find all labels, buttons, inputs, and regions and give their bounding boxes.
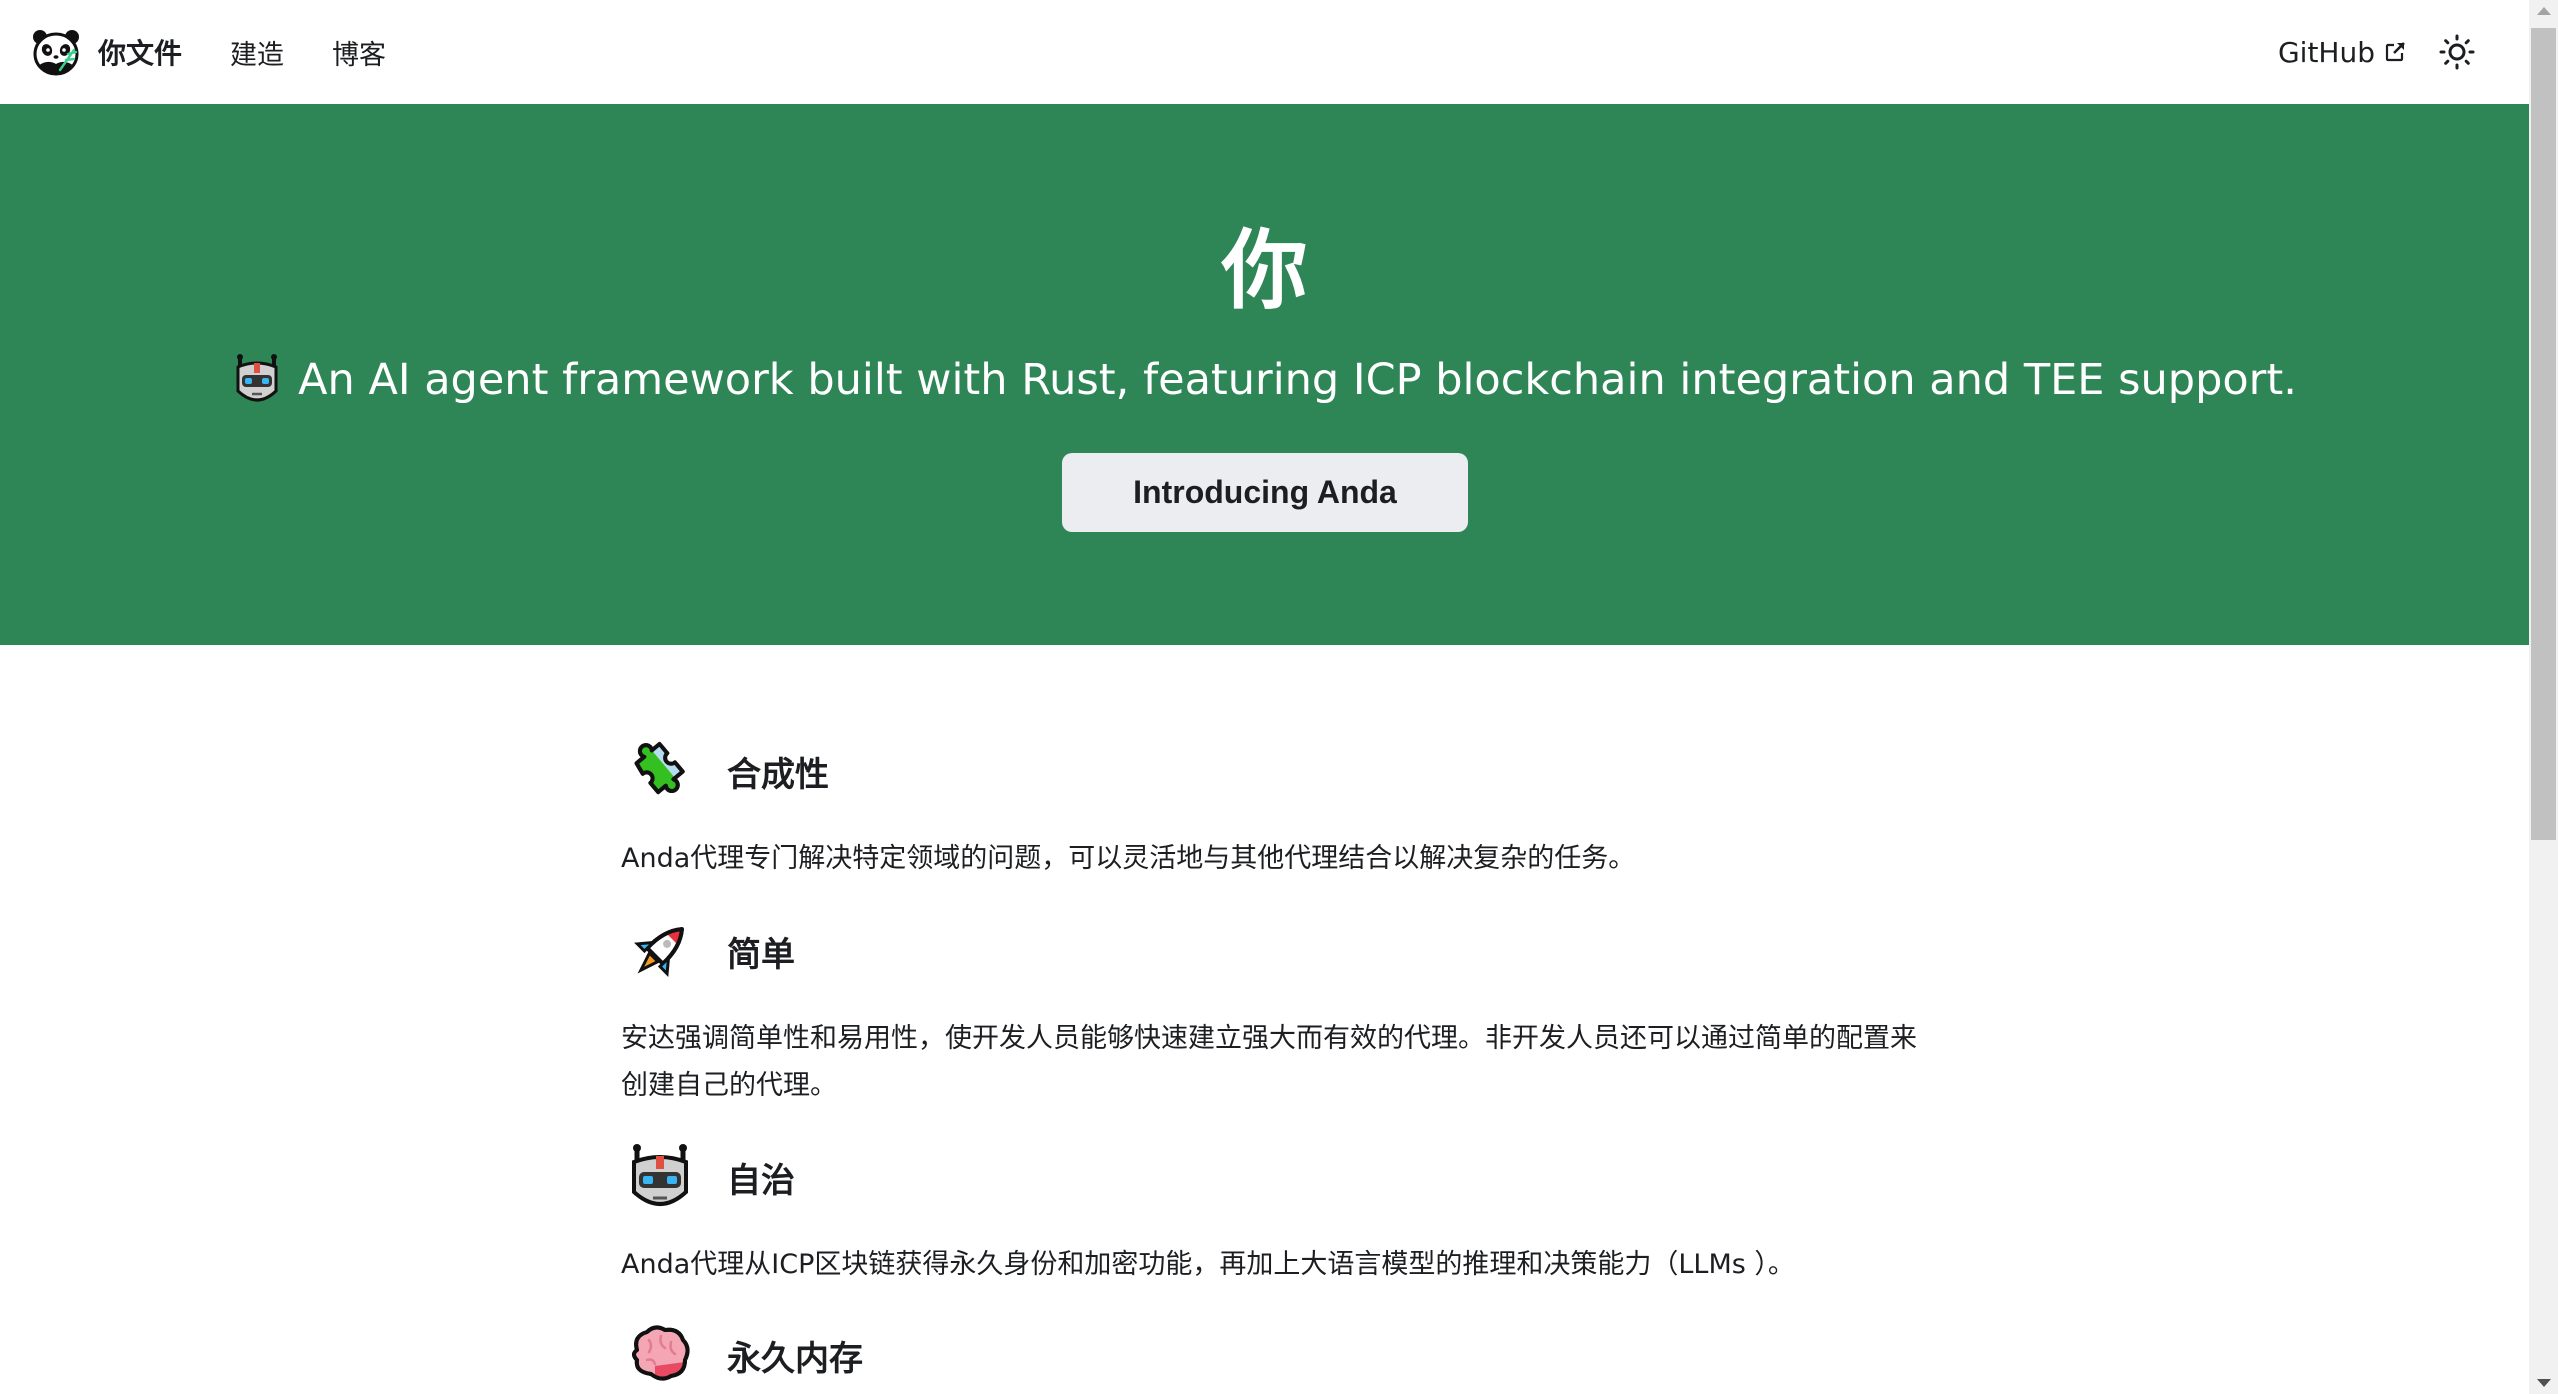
rocket-icon — [634, 927, 684, 977]
robot-icon — [632, 1144, 688, 1206]
navbar: 你文件 建造 博客 GitHub — [0, 0, 2529, 104]
feature-description: Anda代理从ICP区块链获得永久身份和加密功能，再加上大语言模型的推理和决策能… — [621, 1249, 1795, 1280]
hero-subtitle: An AI agent framework built with Rust, f… — [0, 349, 2529, 411]
external-link-icon — [2385, 42, 2405, 62]
feature-autonomy: 自治 Anda代理从ICP区块链获得永久身份和加密功能，再加上大语言模型的推理和… — [621, 1139, 1921, 1288]
brain-icon — [632, 1325, 690, 1381]
hero-subtitle-text: An AI agent framework built with Rust, f… — [298, 355, 2297, 405]
scrollbar-thumb[interactable] — [2531, 28, 2556, 840]
github-link[interactable]: GitHub — [2278, 36, 2407, 69]
puzzle-piece-icon — [634, 741, 685, 795]
feature-description: 安达强调简单性和易用性，使开发人员能够快速建立强大而有效的代理。非开发人员还可以… — [621, 1023, 1917, 1101]
nav-link-build[interactable]: 建造 — [230, 39, 285, 71]
brand-home-link[interactable]: 你文件 — [30, 26, 182, 78]
feature-header: 简单 — [621, 913, 1921, 989]
navbar-right: GitHub — [2278, 24, 2499, 80]
theme-toggle-button[interactable] — [2429, 24, 2485, 80]
nav-link-blog[interactable]: 博客 — [332, 39, 387, 71]
feature-title: 永久内存 — [727, 1338, 863, 1379]
feature-description: Anda代理专门解决特定领域的问题，可以灵活地与其他代理结合以解决复杂的任务。 — [621, 843, 1636, 874]
scroll-up-arrow-icon[interactable] — [2529, 0, 2558, 22]
feature-composability: 合成性 Anda代理专门解决特定领域的问题，可以灵活地与其他代理结合以解决复杂的… — [621, 733, 1921, 882]
scroll-down-arrow-icon[interactable] — [2529, 1372, 2558, 1394]
hero-title: 你 — [1221, 221, 1308, 321]
brand-title: 你文件 — [98, 37, 183, 70]
introducing-anda-button[interactable]: Introducing Anda — [1062, 453, 1468, 532]
hero-banner: 你 An AI agent framework built with Rust,… — [0, 104, 2529, 645]
feature-simplicity: 简单 安达强调简单性和易用性，使开发人员能够快速建立强大而有效的代理。非开发人员… — [621, 913, 1921, 1109]
feature-permanent-memory: 永久内存 — [621, 1317, 1921, 1393]
feature-title: 自治 — [727, 1160, 795, 1201]
github-label: GitHub — [2277, 35, 2375, 69]
feature-header: 永久内存 — [621, 1317, 1921, 1393]
feature-title: 简单 — [727, 934, 795, 975]
robot-icon — [236, 354, 278, 402]
feature-header: 自治 — [621, 1139, 1921, 1215]
feature-header: 合成性 — [621, 733, 1921, 809]
sun-icon — [2439, 34, 2475, 70]
vertical-scrollbar[interactable] — [2529, 0, 2558, 1394]
panda-icon — [33, 30, 79, 76]
feature-title: 合成性 — [727, 754, 829, 795]
